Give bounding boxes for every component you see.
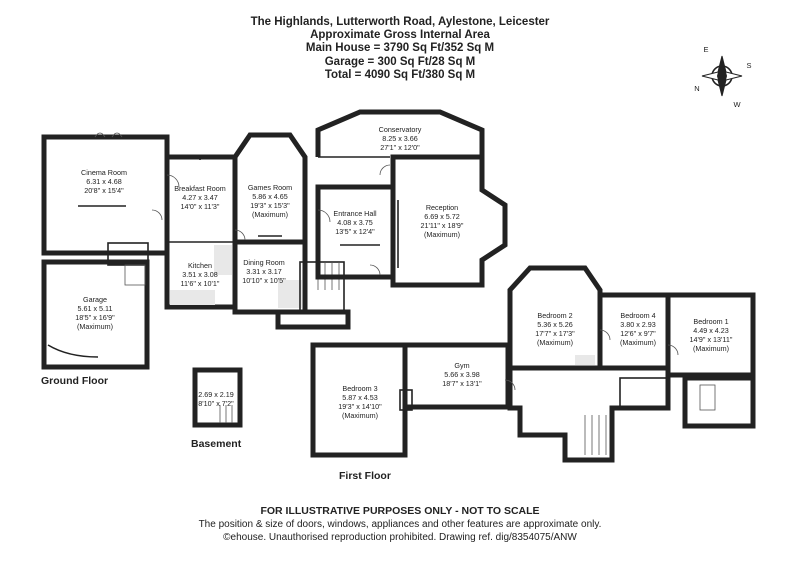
bedroom-1-name: Bedroom 1 [693,317,728,326]
cinema-room [41,134,170,256]
property-address: The Highlands, Lutterworth Road, Aylesto… [250,16,550,28]
plan-header: The Highlands, Lutterworth Road, Aylesto… [0,16,800,82]
reception [390,154,508,288]
dining-room-metric: 3.31 x 3.17 [246,267,282,276]
kitchen-name: Kitchen [188,261,212,270]
garage-name: Garage [83,295,107,304]
compass-south-label: S [746,61,751,70]
first-floor-plan [310,265,756,463]
disclaimer-heading: FOR ILLUSTRATIVE PURPOSES ONLY - NOT TO … [260,505,540,517]
reception-label: Reception 6.69 x 5.72 21'11" x 18'9" (Ma… [421,203,464,239]
bedroom-3-imperial: 19'3" x 14'10" [338,402,382,411]
cinema-room-metric: 6.31 x 4.68 [86,177,122,186]
bedroom-4-label: Bedroom 4 3.80 x 2.93 12'6" x 9'7" (Maxi… [620,311,656,347]
bedroom-1-metric: 4.49 x 4.23 [693,326,729,335]
garage-metric: 5.61 x 5.11 [77,304,112,313]
basement-label: Basement [191,438,242,450]
conservatory [315,109,485,157]
disclaimer-text: The position & size of doors, windows, a… [198,519,602,530]
area-heading: Approximate Gross Internal Area [310,29,490,42]
garage-note: (Maximum) [77,322,113,331]
compass-west-label: W [733,100,741,109]
gym-imperial: 18'7" x 13'1" [442,379,482,388]
copyright-text: ©ehouse. Unauthorised reproduction prohi… [223,532,577,543]
cinema-room-label: Cinema Room 6.31 x 4.68 20'8" x 15'4" [81,168,127,195]
reception-note: (Maximum) [424,230,460,239]
bedroom-4-note: (Maximum) [620,338,656,347]
cinema-room-name: Cinema Room [81,168,127,177]
bedroom-2-metric: 5.36 x 5.26 [537,320,573,329]
bedroom-1 [665,292,756,378]
reception-metric: 6.69 x 5.72 [424,212,460,221]
garage-imperial: 18'5" x 16'9" [75,313,115,322]
breakfast-room-name: Breakfast Room [174,184,226,193]
bedroom-2-label: Bedroom 2 5.36 x 5.26 17'7" x 17'3" (Max… [535,311,575,347]
basement-room-imperial: 8'10" x 7'2" [198,399,234,408]
games-room-note: (Maximum) [252,210,288,219]
bedroom-3-name: Bedroom 3 [342,384,377,393]
games-room-metric: 5.86 x 4.65 [252,192,288,201]
garage [41,259,150,370]
entrance-hall-label: Entrance Hall 4.08 x 3.75 13'5" x 12'4" [333,209,377,236]
bedroom-2-note: (Maximum) [537,338,573,347]
conservatory-label: Conservatory 8.25 x 3.66 27'1" x 12'0" [379,125,422,152]
basement-room [192,367,243,428]
compass-north-label: N [694,84,699,93]
bedroom-4-imperial: 12'6" x 9'7" [620,329,656,338]
bedroom-3-note: (Maximum) [342,411,378,420]
entrance-hall-name: Entrance Hall [333,209,377,218]
reception-name: Reception [426,203,458,212]
garage-area: Garage = 300 Sq Ft/28 Sq M [324,55,476,68]
gym-label: Gym 5.66 x 3.98 18'7" x 13'1" [442,361,482,388]
entrance-hall-metric: 4.08 x 3.75 [337,218,373,227]
breakfast-room-imperial: 14'0" x 11'3" [181,202,220,211]
first-floor-label: First Floor [339,470,391,482]
breakfast-room-metric: 4.27 x 3.47 [182,193,218,202]
games-room-imperial: 19'3" x 15'3" [250,201,290,210]
total-area: Total = 4090 Sq Ft/380 Sq M [324,68,476,81]
games-room-label: Games Room 5.86 x 4.65 19'3" x 15'3" (Ma… [248,183,292,219]
reception-imperial: 21'11" x 18'9" [421,221,464,230]
bedroom-1-imperial: 14'9" x 13'11" [690,335,733,344]
kitchen-label: Kitchen 3.51 x 3.08 11'6" x 10'1" [181,261,220,288]
dining-room [232,239,308,315]
entrance-hall-imperial: 13'5" x 12'4" [335,227,375,236]
garage-label: Garage 5.61 x 5.11 18'5" x 16'9" (Maximu… [75,295,115,331]
gym-name: Gym [454,361,469,370]
basement-room-label: 2.69 x 2.19 8'10" x 7'2" [198,390,234,408]
basement-plan [192,367,243,428]
bedroom-4-name: Bedroom 4 [620,311,655,320]
compass-icon: E S N W [694,45,751,109]
gym-metric: 5.66 x 3.98 [444,370,480,379]
plan-footer: FOR ILLUSTRATIVE PURPOSES ONLY - NOT TO … [0,505,800,544]
bedroom-4-metric: 3.80 x 2.93 [620,320,656,329]
ground-floor-label: Ground Floor [41,375,108,387]
bedroom-2-imperial: 17'7" x 17'3" [535,329,575,338]
bedroom-1-note: (Maximum) [693,344,729,353]
bedroom-3-metric: 5.87 x 4.53 [342,393,378,402]
bedroom-2-name: Bedroom 2 [537,311,572,320]
conservatory-imperial: 27'1" x 12'0" [380,143,420,152]
kitchen-imperial: 11'6" x 10'1" [181,279,220,288]
main-house-area: Main House = 3790 Sq Ft/352 Sq M [305,42,495,55]
conservatory-name: Conservatory [379,125,422,134]
games-room-name: Games Room [248,183,292,192]
basement-room-metric: 2.69 x 2.19 [198,390,234,399]
kitchen-metric: 3.51 x 3.08 [182,270,218,279]
bedroom-3-label: Bedroom 3 5.87 x 4.53 19'3" x 14'10" (Ma… [338,384,382,420]
ground-floor-plan [41,109,508,370]
conservatory-metric: 8.25 x 3.66 [382,134,418,143]
compass-east-label: E [703,45,708,54]
room-labels: Cinema Room 6.31 x 4.68 20'8" x 15'4" Br… [75,125,733,420]
dining-room-label: Dining Room 3.31 x 3.17 10'10" x 10'5" [242,258,286,285]
dining-room-imperial: 10'10" x 10'5" [242,276,286,285]
breakfast-room-label: Breakfast Room 4.27 x 3.47 14'0" x 11'3" [174,184,226,211]
bedroom-1-label: Bedroom 1 4.49 x 4.23 14'9" x 13'11" (Ma… [690,317,733,353]
dining-room-name: Dining Room [243,258,285,267]
cinema-room-imperial: 20'8" x 15'4" [84,186,124,195]
